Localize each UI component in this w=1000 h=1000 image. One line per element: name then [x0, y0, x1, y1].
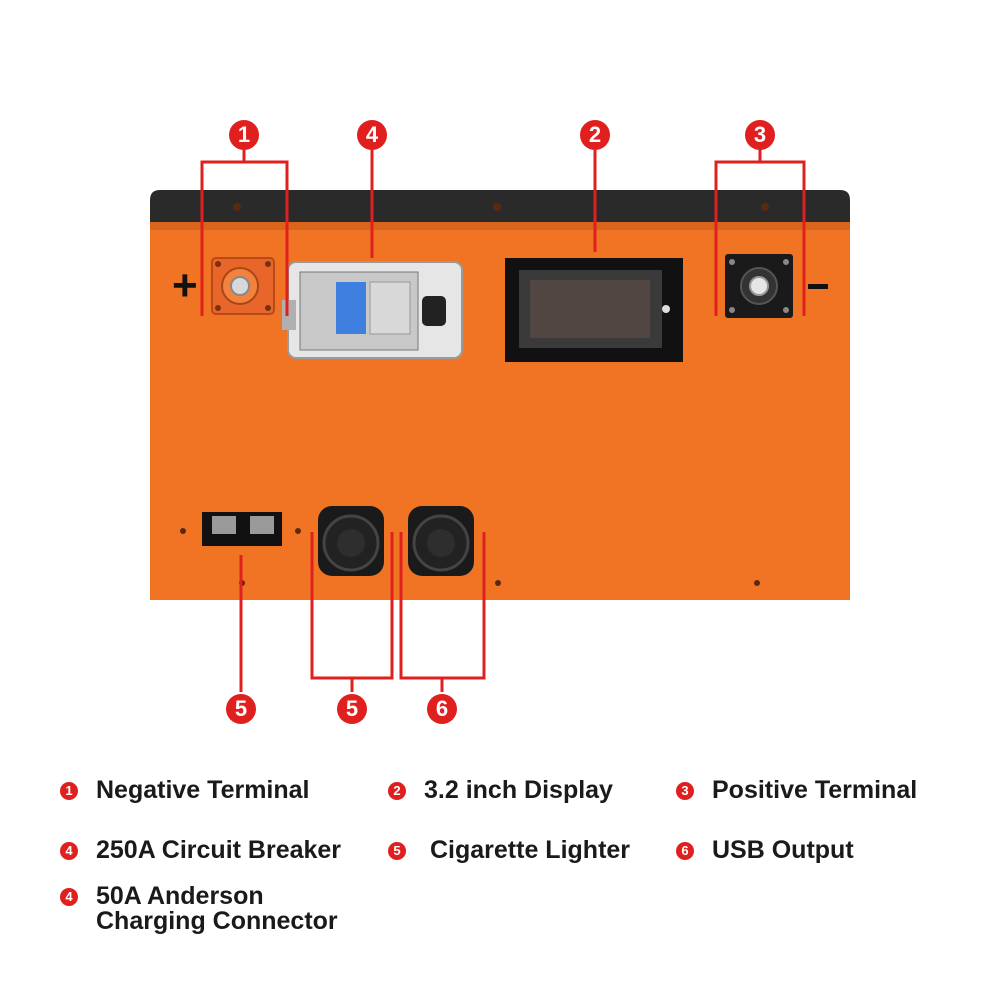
legend-label: Positive Terminal [712, 776, 918, 804]
battery-box-illustration [150, 150, 850, 692]
marker-display: 2 [580, 120, 610, 150]
marker-cigarette-lighter: 5 [337, 694, 367, 724]
legend-number: 6 [676, 842, 694, 860]
legend-item: 6 USB Output [676, 838, 854, 863]
legend-item: 4 250A Circuit Breaker [60, 838, 341, 863]
legend-label: 3.2 inch Display [424, 776, 613, 804]
legend-item: 4 50A Anderson Charging Connector [60, 884, 338, 934]
legend-number: 2 [388, 782, 406, 800]
legend-label: Negative Terminal [96, 776, 310, 804]
callout-lines [200, 150, 806, 692]
legend-item: 2 3.2 inch Display [388, 778, 613, 803]
circuit-breaker [282, 261, 463, 359]
legend-item: 1 Negative Terminal [60, 778, 310, 803]
marker-usb-output: 6 [427, 694, 457, 724]
marker-positive-terminal: 3 [745, 120, 775, 150]
cigarette-lighter-socket [318, 506, 384, 576]
marker-anderson-connector: 5 [226, 694, 256, 724]
legend-number: 4 [60, 888, 78, 906]
legend-number: 3 [676, 782, 694, 800]
legend-number: 1 [60, 782, 78, 800]
legend-label: Cigarette Lighter [430, 836, 631, 864]
lid-screws [233, 203, 769, 211]
terminal-orange [211, 257, 275, 315]
legend-label: 50A Anderson Charging Connector [96, 882, 338, 935]
marker-negative-terminal: 1 [229, 120, 259, 150]
legend-label: USB Output [712, 836, 854, 864]
legend-number: 4 [60, 842, 78, 860]
legend-label: 250A Circuit Breaker [96, 836, 342, 864]
usb-socket [408, 506, 474, 576]
display-unit [505, 258, 683, 362]
legend-item: 5 Cigarette Lighter [388, 838, 630, 863]
legend-number: 5 [388, 842, 406, 860]
anderson-connector [180, 512, 301, 546]
legend-item: 3 Positive Terminal [676, 778, 917, 803]
plus-sign: + [172, 261, 198, 310]
terminal-black [725, 254, 828, 318]
marker-circuit-breaker: 4 [357, 120, 387, 150]
